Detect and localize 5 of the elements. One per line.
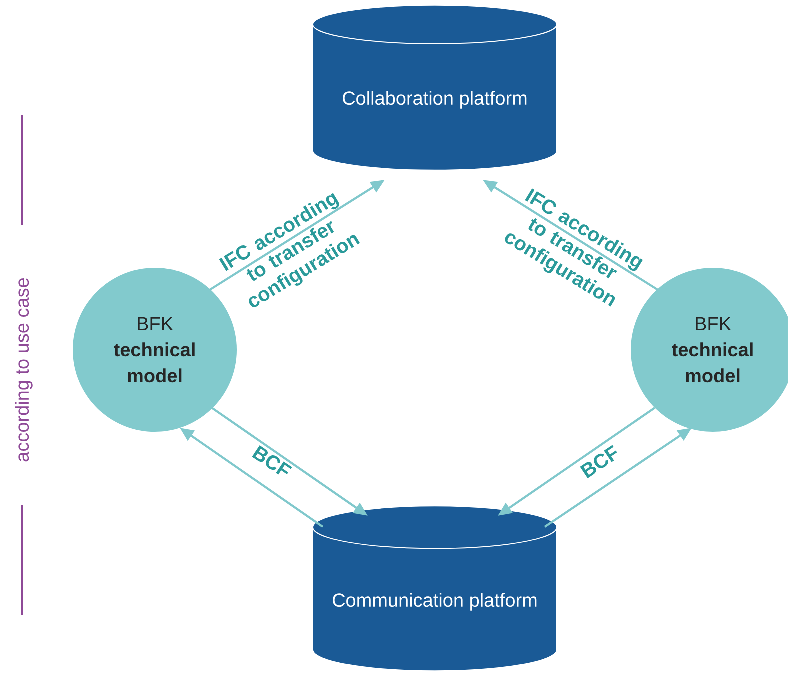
database-cylinder: Communication platform [312, 506, 558, 672]
database-cylinder: Collaboration platform [312, 4, 558, 171]
edge-label: BCF [580, 445, 618, 478]
side-label: according to use case [15, 278, 33, 462]
edge-label: BCF [252, 446, 292, 475]
